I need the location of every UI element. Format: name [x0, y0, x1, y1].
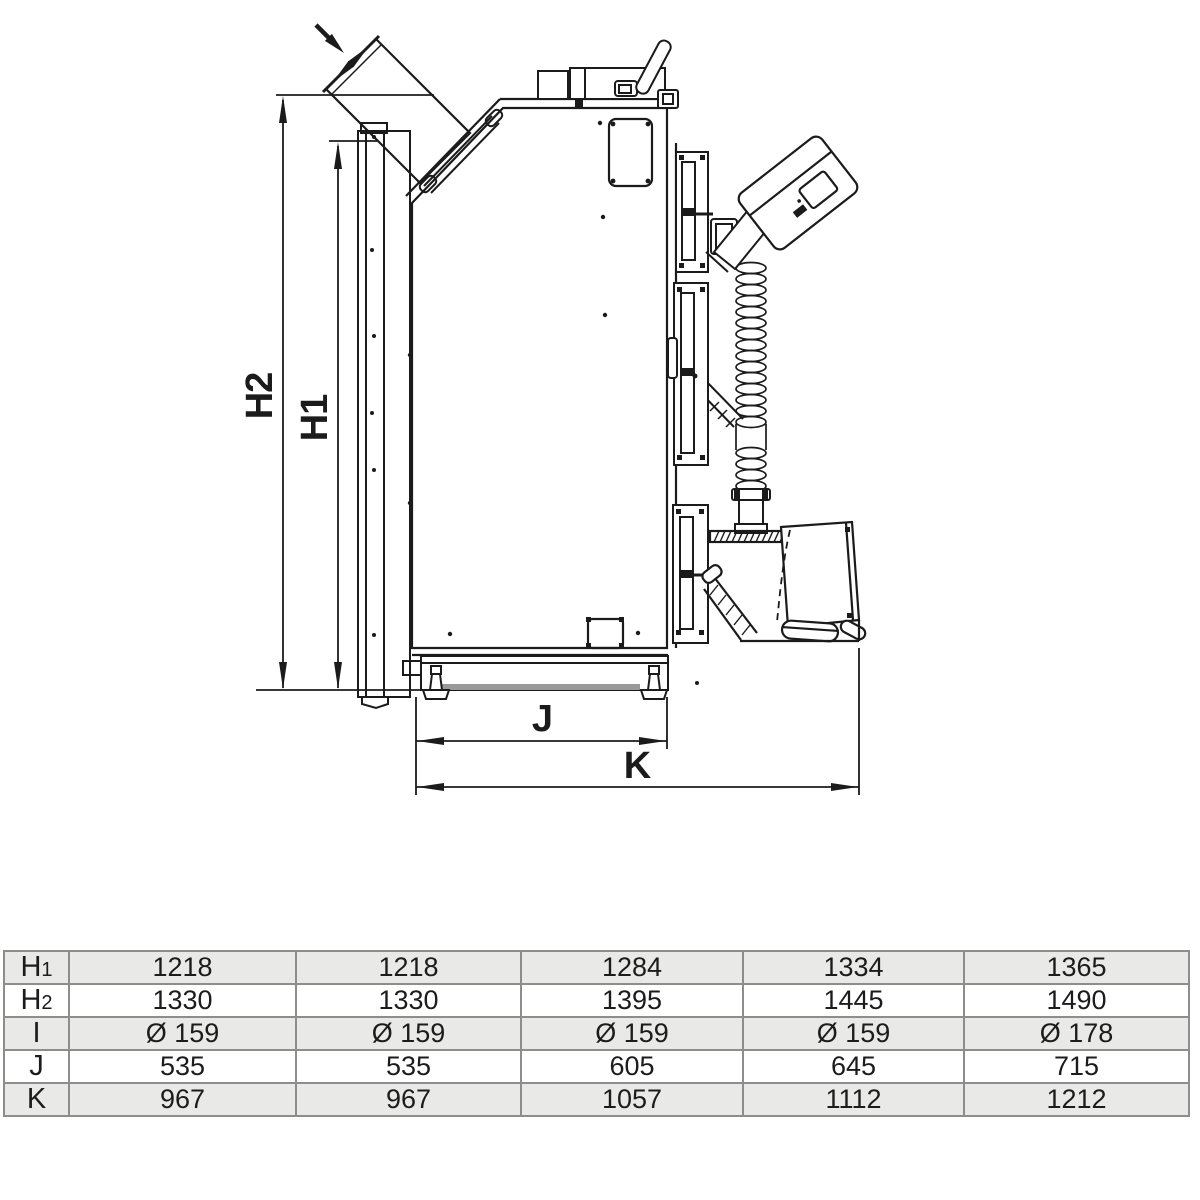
dimension-value-cell: 1490	[963, 983, 1190, 1018]
cleanout-plate	[586, 617, 625, 650]
burner-inlet-flange	[734, 523, 768, 534]
rear-panel-screws	[370, 135, 376, 637]
boiler-side-view-technical-drawing: H2 H1 J K	[239, 23, 867, 795]
burner-handle	[839, 619, 867, 641]
hinge-bolts	[676, 155, 705, 635]
dimension-value-cell: Ø 159	[742, 1016, 965, 1051]
damper-lever	[635, 39, 672, 95]
dimension-value-cell: 535	[295, 1049, 522, 1084]
table-row-j: J 535 535 605 645 715	[3, 1049, 1190, 1084]
dimension-value-cell: Ø 178	[963, 1016, 1190, 1051]
dimension-value-cell: 1330	[295, 983, 522, 1018]
dimension-value-cell: 1330	[68, 983, 297, 1018]
pellet-burner	[701, 520, 867, 643]
dimension-lines	[256, 48, 860, 795]
dimension-value-cell: 1057	[520, 1082, 744, 1117]
h2-dimension-label: H2	[239, 373, 281, 420]
pellet-feed-hose	[731, 261, 771, 534]
dimension-value-cell: 535	[68, 1049, 297, 1084]
hose-clamp	[731, 488, 771, 501]
table-row-i: I Ø 159 Ø 159 Ø 159 Ø 159 Ø 178	[3, 1016, 1190, 1051]
dimension-value-cell: 967	[295, 1082, 522, 1117]
dimension-value-cell: 1112	[742, 1082, 965, 1117]
rear-panel-foot	[361, 696, 389, 710]
table-row-k: K 967 967 1057 1112 1212	[3, 1082, 1190, 1117]
flue-diameter-leader-arrow	[314, 23, 344, 53]
door-hinges	[667, 151, 738, 644]
dimension-value-cell: 605	[520, 1049, 744, 1084]
row-label-k: K	[3, 1082, 70, 1117]
auger-motor-box	[737, 135, 859, 251]
j-dimension-label: J	[532, 698, 552, 740]
top-fittings	[537, 39, 679, 109]
dimension-value-cell: Ø 159	[68, 1016, 297, 1051]
row-label-i: I	[3, 1016, 70, 1051]
table-row-h1: H1 1218 1218 1284 1334 1365	[3, 950, 1190, 985]
dimension-value-cell: 1212	[963, 1082, 1190, 1117]
row-label-h2: H2	[3, 983, 70, 1018]
dimension-value-cell: Ø 159	[295, 1016, 522, 1051]
row-label-h1: H1	[3, 950, 70, 985]
dimension-value-cell: 1395	[520, 983, 744, 1018]
base-frame	[402, 655, 669, 700]
door-latch	[667, 337, 678, 379]
dimension-value-cell: 1218	[68, 950, 297, 985]
dimension-value-cell: 1445	[742, 983, 965, 1018]
dimensions-table: H1 1218 1218 1284 1334 1365 H2 1330 1330…	[3, 950, 1190, 1117]
boiler-body-bolts	[407, 100, 699, 685]
boiler-body	[405, 97, 678, 657]
adjustable-foot	[639, 665, 669, 700]
flue-pipe	[321, 34, 504, 194]
adjustable-foot	[421, 665, 451, 700]
burner-bolts	[845, 527, 852, 618]
dimension-value-cell: 967	[68, 1082, 297, 1117]
table-row-h2: H2 1330 1330 1395 1445 1490	[3, 983, 1190, 1018]
dimension-value-cell: 715	[963, 1049, 1190, 1084]
dimension-value-cell: 1365	[963, 950, 1190, 985]
h1-dimension-label: H1	[294, 394, 336, 441]
dimension-value-cell: 645	[742, 1049, 965, 1084]
burner-latch	[780, 619, 840, 643]
row-label-j: J	[3, 1049, 70, 1084]
dimension-value-cell: 1284	[520, 950, 744, 985]
dimension-value-cell: 1218	[295, 950, 522, 985]
door-plate	[607, 117, 654, 188]
top-small-box	[537, 70, 569, 100]
dimension-value-cell: Ø 159	[520, 1016, 744, 1051]
rear-panel	[357, 122, 411, 710]
k-dimension-label: K	[624, 745, 652, 787]
dimension-value-cell: 1334	[742, 950, 965, 985]
